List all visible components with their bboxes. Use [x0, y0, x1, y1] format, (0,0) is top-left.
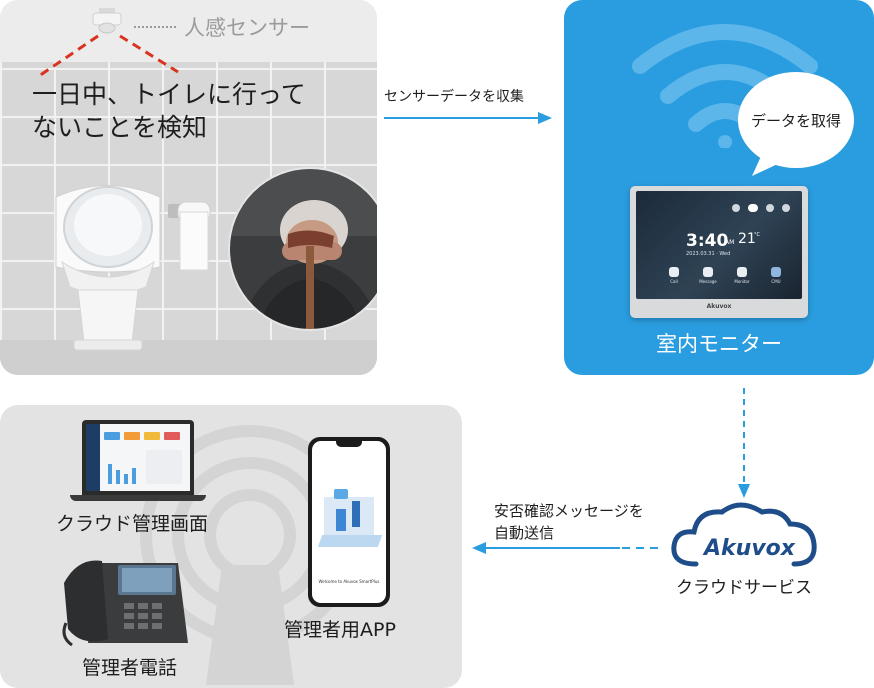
app-label: Monitor — [734, 279, 750, 284]
elderly-person-photo — [228, 167, 377, 331]
desk-phone-label: 管理者電話 — [82, 657, 178, 679]
laptop-screen — [86, 424, 190, 491]
app-monitor[interactable]: Monitor — [728, 267, 756, 291]
laptop-device — [82, 420, 194, 495]
monitor-caption: 室内モニター — [656, 332, 782, 356]
toilet-illustration — [55, 185, 161, 351]
floor — [0, 340, 377, 375]
desk-phone-device — [62, 560, 188, 647]
cloud-brand-logo: Akuvox — [704, 536, 795, 561]
screen-time: 3:40 — [686, 231, 729, 251]
indoor-monitor-panel: データを取得 3:40 AM 21 °C 2023.03.31 · Wed Ca… — [564, 0, 874, 375]
bubble-label: データを取得 — [750, 112, 841, 130]
screen-app-row: Call Message Monitor CMU — [660, 267, 790, 291]
status-bar-icons — [732, 197, 798, 212]
detection-rays — [35, 34, 179, 80]
motion-sensor-icon — [92, 8, 122, 34]
screen-temp-unit: °C — [754, 232, 760, 238]
app-cmu[interactable]: CMU — [762, 267, 790, 291]
ceiling — [0, 0, 377, 62]
sensor-leader-line — [134, 26, 176, 28]
app-call[interactable]: Call — [660, 267, 688, 291]
sensor-label: 人感センサー — [184, 16, 310, 40]
cloud-icon — [671, 502, 817, 567]
toilet-paper-icon — [168, 201, 211, 271]
monitor-screen: 3:40 AM 21 °C 2023.03.31 · Wed Call Mess… — [636, 191, 802, 299]
detection-text-line2: ないことを検知 — [32, 113, 208, 142]
screen-date: 2023.03.31 · Wed — [686, 251, 731, 257]
alert-arrow — [472, 542, 664, 554]
indoor-monitor-device: 3:40 AM 21 °C 2023.03.31 · Wed Call Mess… — [630, 186, 808, 318]
cloud-caption: クラウドサービス — [676, 578, 812, 598]
laptop-label: クラウド管理画面 — [56, 513, 209, 535]
collect-label: センサーデータを収集 — [384, 89, 524, 105]
screen-ampm: AM — [725, 239, 735, 246]
speech-bubble — [738, 72, 854, 176]
app-message[interactable]: Message — [694, 267, 722, 291]
smartphone-device: Welcome to Akuvox SmartPlus — [308, 437, 390, 607]
alert-label-line1: 安否確認メッセージを — [494, 502, 644, 520]
bathroom-panel: 人感センサー 一日中、トイレに行って ないことを検知 — [0, 0, 377, 375]
smartphone-screen: Welcome to Akuvox SmartPlus — [312, 441, 386, 603]
collect-arrow — [384, 112, 552, 124]
monitor-brand: Akuvox — [706, 303, 732, 310]
devices-panel: クラウド管理画面 管理者電話 Welcome to Akuvox SmartPl… — [0, 405, 462, 688]
screen-temp: 21 — [738, 231, 756, 247]
app-label: Message — [699, 279, 717, 284]
app-label: 管理者用APP — [284, 619, 396, 641]
alert-label-line2: 自動送信 — [494, 524, 555, 542]
monitor-to-cloud-arrow — [738, 388, 750, 498]
app-splash-text: Welcome to Akuvox SmartPlus — [318, 579, 380, 584]
laptop-base — [70, 495, 206, 501]
app-label: Call — [670, 279, 678, 284]
app-label: CMU — [771, 279, 781, 284]
detection-text-line1: 一日中、トイレに行って — [32, 80, 306, 109]
